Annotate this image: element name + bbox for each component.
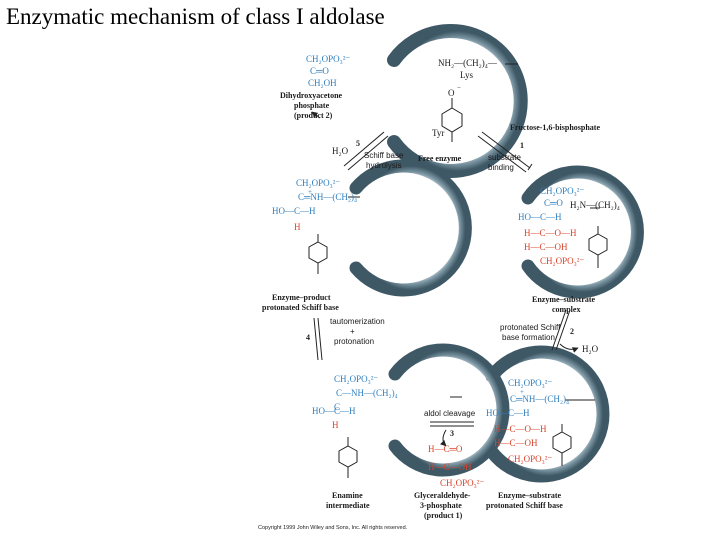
enamine-blue-1: CH₂OPO₃²⁻ [334,374,378,384]
tyr-ring-ep-schiff [308,234,328,274]
copyright-note: Copyright 1999 John Wiley and Sons, Inc.… [258,525,408,531]
step-3-number: 3 [450,429,454,438]
ep-schiff-plus: + [308,188,312,196]
es-complex-label-1: Enzyme–substrate [532,295,596,304]
es-complex-blue-2: C═O [544,198,563,208]
dhap-label-line-1: Dihydroxyacetone [280,91,343,100]
g3p-label-line-1: Glyceraldehyde- [414,491,471,500]
es-schiff-red-3: CH₂OPO₃²⁻ [508,454,552,464]
step-1-label-line-2: binding [488,163,514,172]
es-schiff-red-1: H—C—O—H [494,424,547,434]
free-enzyme-lys-label: Lys [460,70,474,80]
step-5-label-line-1: Schiff base [364,151,404,160]
step-1-number: 1 [520,141,524,150]
step-1-label-line-1: substrate [488,153,521,162]
enzyme-ring-ep-schiff [349,159,472,297]
ep-schiff-label-2: protonated Schiff base [262,303,339,312]
ep-schiff-blue-3: HO—C—H [272,206,316,216]
es-schiff-red-2: H—C—OH [494,438,538,448]
tyr-ring-enamine [338,437,358,478]
enzyme-ring-es-complex [521,165,644,299]
free-enzyme-tyr-o: O [448,88,455,98]
es-complex-red-3: CH₂OPO₃²⁻ [540,256,584,266]
es-schiff-blue-3: HO—C—H [486,408,530,418]
tyr-ring-es-schiff [552,424,572,466]
es-schiff-plus: + [520,388,524,396]
enzyme-ring-free [387,24,528,178]
tyr-ring-free [441,98,463,142]
step-4-arrow [313,317,323,361]
dhap-label-line-2: phosphate [294,101,330,110]
free-enzyme-label: Free enzyme [418,154,462,163]
step-5-label-line-2: hydrolysis [366,161,402,170]
step-5-arrow [343,131,389,171]
enamine-red-1: H [332,420,339,430]
enamine-label-2: intermediate [326,501,370,510]
step-4-label-line-2: + [350,327,355,336]
es-complex-red-1: H—C—O—H [524,228,577,238]
enzyme-ring-enamine [388,343,510,477]
free-enzyme-lys-group: NH₂—(CH₂)₄— [438,58,498,68]
g3p-formula-line-2: H—C—OH [428,462,472,472]
es-complex-red-2: H—C—OH [524,242,568,252]
free-enzyme-tyr-label: Tyr [432,128,444,138]
step-4-label-line-1: tautomerization [330,317,385,326]
step-2-reagent: H₂O [582,344,599,354]
enamine-blue-2: C—NH—(CH₂)₄ [336,388,398,398]
es-complex-lys: H₂N—(CH₂)₄ [570,200,620,210]
step-1-arrow [477,131,533,173]
step-4-label-line-3: protonation [334,337,374,346]
step-2-label-line-1: protonated Schiff [500,323,561,332]
dhap-formula-line-1: CH₂OPO₃²⁻ [306,54,350,64]
es-schiff-blue-1: CH₂OPO₃²⁻ [508,378,552,388]
ep-schiff-blue-1: CH₂OPO₃²⁻ [296,178,340,188]
es-schiff-blue-2: C═NH—(CH₂)₄ [510,394,569,404]
enzyme-ring-es-schiff [485,345,610,483]
step-1-reagent: Fructose-1,6-bisphosphate [510,123,600,132]
step-2-label-line-2: base formation [502,333,555,342]
step-2-arrow [551,309,571,351]
es-complex-label-2: complex [552,305,580,314]
g3p-formula-line-3: CH₂OPO₃²⁻ [440,478,484,488]
ep-schiff-blue-2: C═NH—(CH₂)₄ [298,192,357,202]
free-enzyme-tyr-minus: − [457,84,461,92]
es-complex-blue-1: CH₂OPO₃²⁻ [540,186,584,196]
slide-title: Enzymatic mechanism of class I aldolase [6,4,385,29]
enamine-blue-4: HO—C—H [312,406,356,416]
g3p-label-line-2: 3-phosphate [420,501,462,510]
es-complex-blue-3: HO—C—H [518,212,562,222]
es-schiff-label-2: protonated Schiff base [486,501,563,510]
tyr-ring-es-complex [588,226,608,268]
g3p-label-line-3: (product 1) [424,511,463,520]
step-5-number: 5 [356,139,360,148]
es-schiff-label-1: Enzyme–substrate [498,491,562,500]
dhap-formula-line-3: CH₂OH [308,78,337,88]
step-3-label: aldol cleavage [424,409,476,418]
ep-schiff-red-1: H [294,222,301,232]
enamine-label-1: Enamine [332,491,363,500]
step-3-arrow [430,421,474,427]
step-5-reagent: H₂O [332,146,349,156]
g3p-formula-line-1: H—C═O [428,444,463,454]
dhap-formula-line-2: C═O [310,66,329,76]
dhap-label-line-3: (product 2) [294,111,333,120]
ep-schiff-label-1: Enzyme–product [272,293,331,302]
step-4-number: 4 [306,333,310,342]
enamine-blue-3: C [334,402,340,412]
step-2-number: 2 [570,327,574,336]
